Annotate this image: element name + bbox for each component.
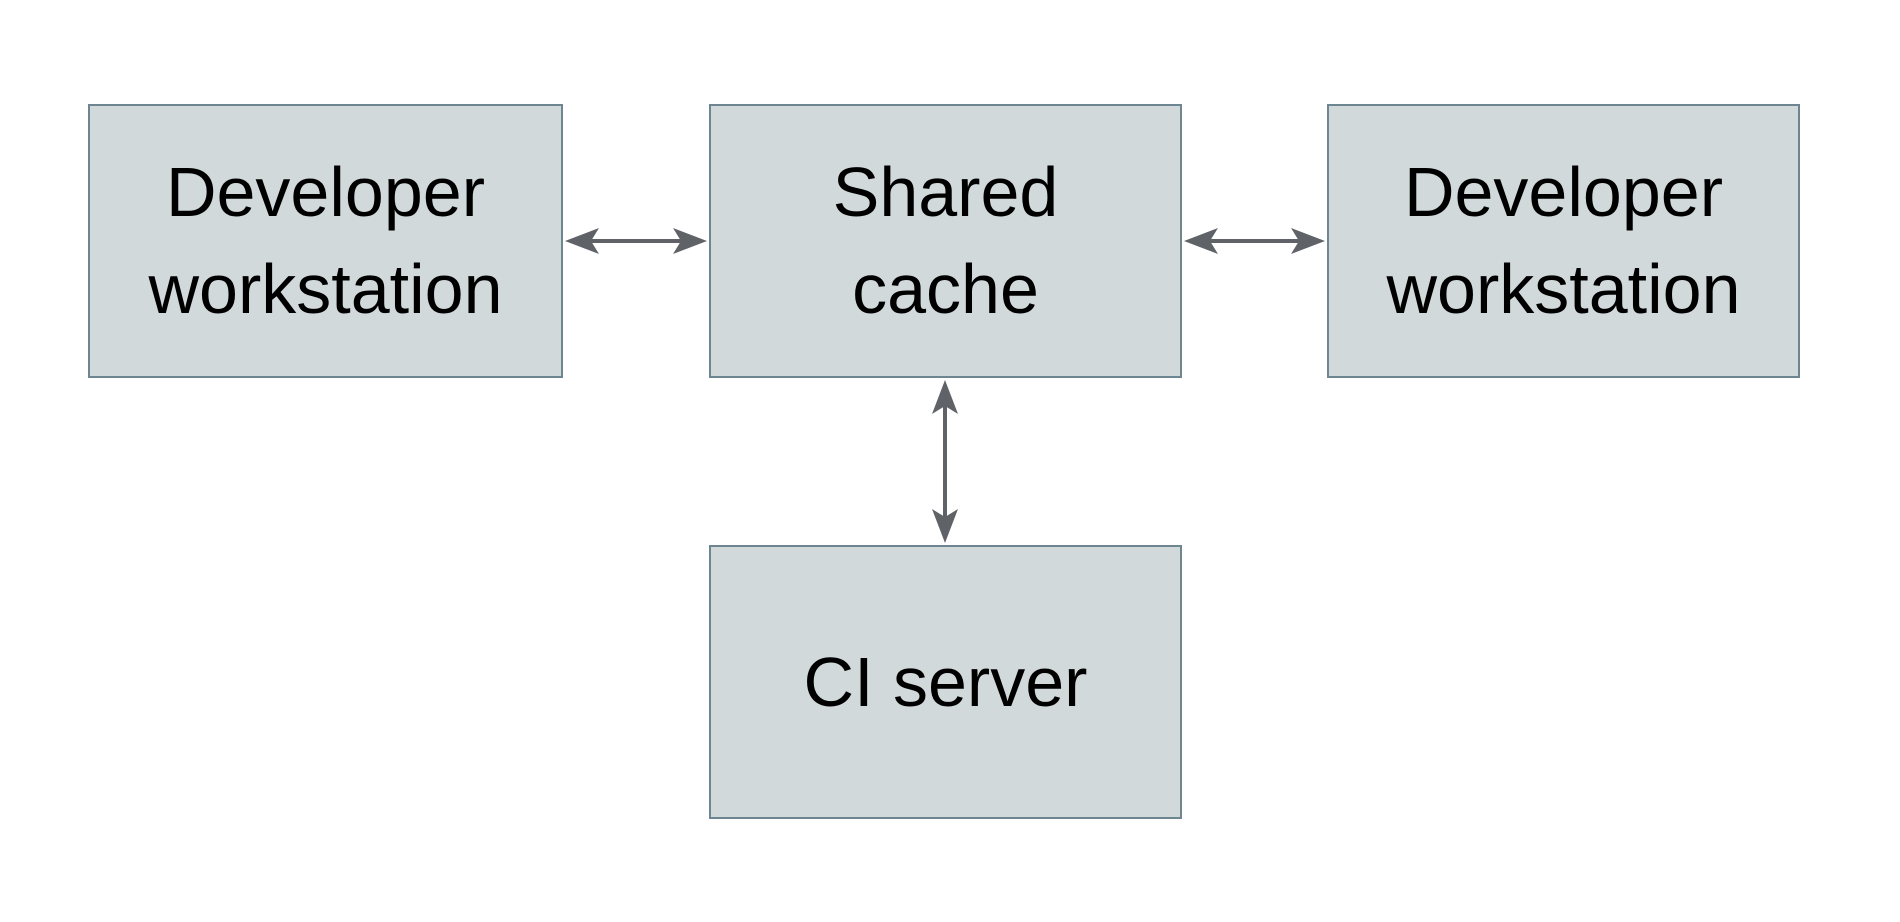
node-developer-workstation-left: Developer workstation	[88, 104, 563, 378]
arrowhead-right-icon	[673, 228, 707, 254]
arrow-cache-right-workstation	[1184, 228, 1325, 254]
node-label: Shared cache	[833, 144, 1059, 338]
node-label: Developer workstation	[148, 144, 502, 338]
node-label-line: Shared	[832, 153, 1059, 231]
arrowhead-left-icon	[1184, 228, 1218, 254]
node-label: Developer workstation	[1386, 144, 1740, 338]
node-label-line: workstation	[148, 250, 503, 328]
node-label-line: CI server	[803, 642, 1088, 721]
arrow-left-workstation-cache	[565, 228, 707, 254]
node-shared-cache: Shared cache	[709, 104, 1182, 378]
arrowhead-left-icon	[565, 228, 599, 254]
node-label: CI server	[804, 634, 1088, 731]
arrowhead-up-icon	[932, 380, 958, 414]
arrowhead-down-icon	[932, 509, 958, 543]
arrowhead-right-icon	[1291, 228, 1325, 254]
node-developer-workstation-right: Developer workstation	[1327, 104, 1800, 378]
node-label-line: Developer	[1403, 153, 1724, 231]
arrow-cache-ci-server	[932, 380, 958, 543]
node-label-line: workstation	[1386, 250, 1741, 328]
node-label-line: cache	[852, 250, 1039, 328]
node-ci-server: CI server	[709, 545, 1182, 819]
node-label-line: Developer	[165, 153, 486, 231]
